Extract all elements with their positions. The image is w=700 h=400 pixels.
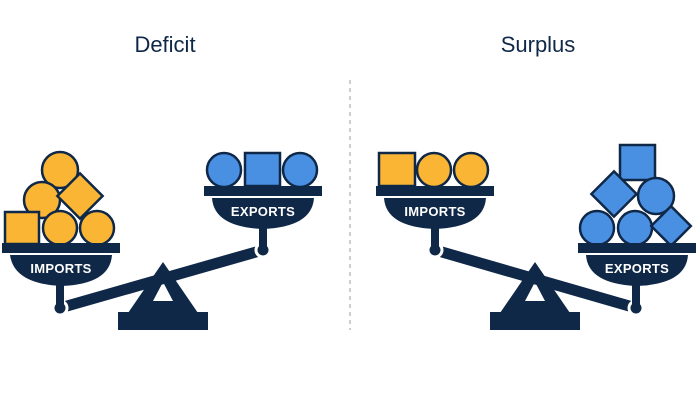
scale-beam bbox=[58, 244, 265, 314]
pan-bowl-left bbox=[384, 198, 486, 229]
fulcrum-notch bbox=[525, 282, 545, 301]
scale-base bbox=[490, 312, 580, 330]
export-square bbox=[618, 143, 657, 182]
pan-rim-right bbox=[204, 186, 322, 196]
surplus-exports-label: EXPORTS bbox=[605, 261, 669, 276]
pan-rim-left bbox=[2, 243, 120, 253]
deficit-title: Deficit bbox=[134, 32, 195, 57]
export-diamond bbox=[649, 204, 693, 248]
pan-bowl-right bbox=[586, 255, 688, 286]
export-circle bbox=[205, 151, 243, 189]
import-circle bbox=[41, 209, 79, 247]
deficit-exports-label: EXPORTS bbox=[231, 204, 295, 219]
export-circle bbox=[281, 151, 319, 189]
import-circle bbox=[452, 151, 490, 189]
surplus-title: Surplus bbox=[501, 32, 576, 57]
export-circle bbox=[636, 176, 676, 216]
surplus-panel: Surplus IMPORTS EXPORTS bbox=[376, 32, 696, 330]
pan-hanger-left bbox=[56, 284, 64, 306]
export-circle bbox=[616, 209, 654, 247]
imports-stack bbox=[377, 151, 490, 189]
export-circle bbox=[578, 209, 616, 247]
exports-stack bbox=[205, 151, 319, 189]
fulcrum-notch bbox=[153, 282, 173, 301]
pan-hanger-left bbox=[431, 228, 439, 250]
export-square bbox=[243, 151, 282, 188]
import-square bbox=[3, 210, 41, 246]
export-diamond bbox=[589, 169, 639, 219]
deficit-panel: Deficit IMPORTS EXPORTS bbox=[2, 32, 322, 330]
pan-hanger-right bbox=[632, 284, 640, 306]
import-circle bbox=[78, 209, 116, 247]
imports-stack bbox=[3, 150, 116, 247]
pan-hanger-right bbox=[259, 228, 267, 250]
scale-base bbox=[118, 312, 208, 330]
scale-beam bbox=[433, 244, 638, 314]
import-square bbox=[377, 151, 417, 188]
import-diamond bbox=[55, 171, 105, 221]
pan-bowl-right bbox=[212, 198, 314, 229]
deficit-imports-label: IMPORTS bbox=[30, 261, 91, 276]
pan-bowl-left bbox=[10, 255, 112, 286]
pan-rim-left bbox=[376, 186, 494, 196]
surplus-imports-label: IMPORTS bbox=[404, 204, 465, 219]
exports-stack bbox=[578, 143, 693, 248]
pan-rim-right bbox=[578, 243, 696, 253]
import-circle bbox=[40, 150, 80, 190]
import-circle bbox=[415, 151, 453, 189]
